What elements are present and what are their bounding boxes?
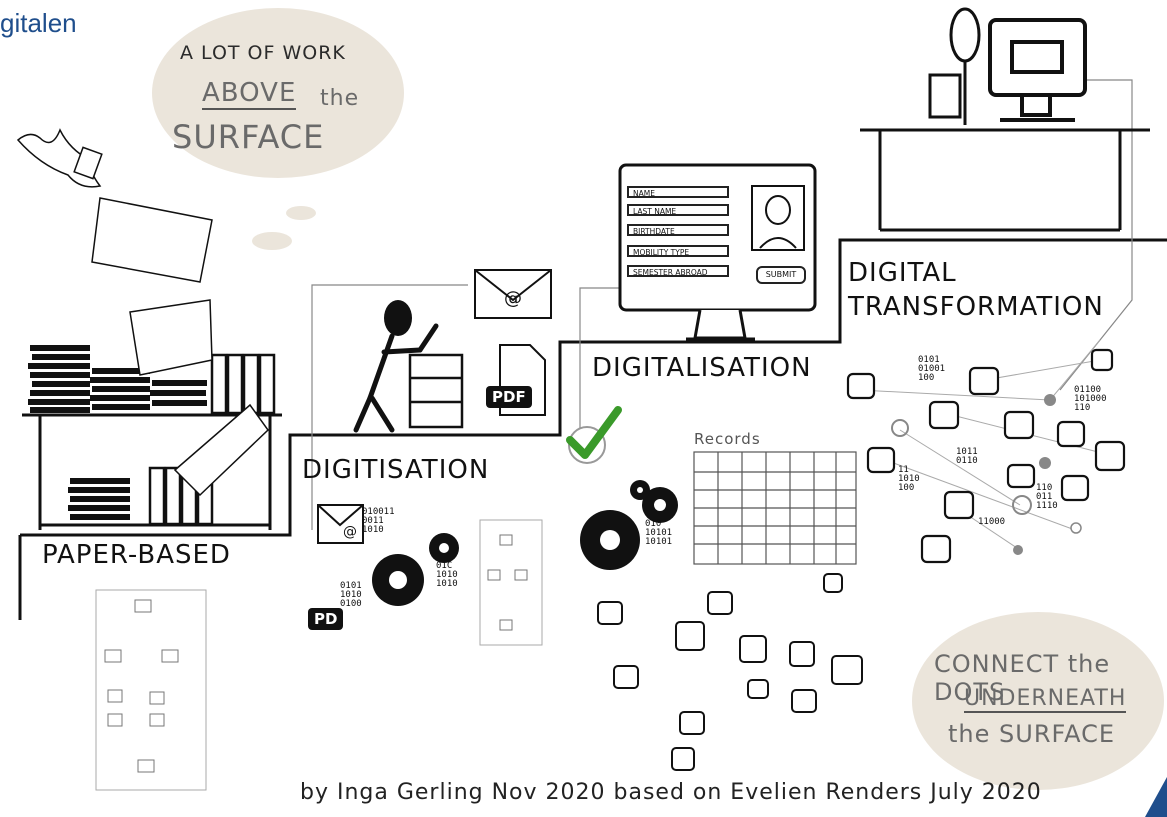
person-at-desk-icon <box>928 7 981 125</box>
binary-text-5: 110 011 1110 <box>1036 483 1058 511</box>
binary-text-1: 0101 01001 100 <box>918 355 946 383</box>
thought-above-line2b: the <box>320 86 360 111</box>
network-dots <box>891 394 1082 555</box>
pdf-label-small: PD <box>308 608 344 630</box>
binary-text-10: 0101 1010 0100 <box>340 581 362 609</box>
thought-below-line3: the SURFACE <box>948 720 1116 748</box>
at-sign-small-icon: @ <box>343 524 357 540</box>
credit-line: by Inga Gerling Nov 2020 based on Evelie… <box>300 780 1042 805</box>
loose-papers-icon <box>91 197 269 497</box>
records-table-icon <box>693 451 857 565</box>
stage-digital: DIGITAL <box>848 258 957 288</box>
desk-icon <box>860 128 1150 232</box>
form-field-mobility-type[interactable]: MOBILITY TYPE <box>627 245 729 257</box>
binary-text-9: 01C 1010 1010 <box>436 561 458 589</box>
thought-below-line2: UNDERNEATH <box>964 686 1127 713</box>
thought-above-line2: ABOVE <box>202 78 297 110</box>
binary-text-4: 11 1010 100 <box>898 465 920 493</box>
thought-below-line1: CONNECT the DOTS <box>934 650 1111 706</box>
staircase <box>18 238 1167 620</box>
page-title: gitalen <box>0 8 77 38</box>
flowchart-boxes <box>104 534 528 773</box>
form-field-last-name[interactable]: LAST NAME <box>627 204 729 216</box>
binary-text-6: 11000 <box>978 517 1006 527</box>
records-label: Records <box>694 430 761 448</box>
desktop-computer-icon <box>988 18 1087 122</box>
thought-bubble-small-2 <box>286 206 316 220</box>
form-field-birthdate[interactable]: BIRTHDATE <box>627 224 729 236</box>
form-field-name[interactable]: NAME <box>627 186 729 198</box>
thought-cloud-above: A LOT OF WORK ABOVE the SURFACE <box>152 8 404 178</box>
stage-digitalisation: DIGITALISATION <box>592 353 812 383</box>
thought-above-line3: SURFACE <box>172 118 325 156</box>
thought-above-line1: A LOT OF WORK <box>180 42 346 64</box>
copier-icon <box>408 353 464 429</box>
binary-text-7: 010 10101 10101 <box>645 519 673 547</box>
binary-text-3: 1011 0110 <box>956 447 978 466</box>
network-lines <box>859 339 1111 551</box>
person-at-copier-icon <box>353 300 439 433</box>
thought-bubble-small-1 <box>252 232 292 250</box>
paper-stacks-icon <box>28 345 207 520</box>
at-sign-icon: @ <box>504 288 522 309</box>
photo-icon <box>751 185 805 251</box>
pdf-label-large: PDF <box>486 386 532 408</box>
stage-paper-based: PAPER-BASED <box>42 540 231 570</box>
network-node-icons <box>846 348 1126 564</box>
binary-text-8: 010011 0011 1010 <box>362 507 395 535</box>
stage-transformation: TRANSFORMATION <box>848 292 1104 322</box>
stage-digitisation: DIGITISATION <box>302 455 490 485</box>
envelope-at-icon <box>317 269 552 544</box>
checkmark-icon <box>566 406 622 464</box>
submit-button[interactable]: SUBMIT <box>756 266 806 284</box>
form-field-semester-abroad[interactable]: SEMESTER ABROAD <box>627 265 729 277</box>
underneath-node-icons <box>597 573 863 771</box>
corner-accent <box>1145 777 1167 817</box>
gears-icon <box>372 480 678 606</box>
binary-text-2: 01100 101000 110 <box>1074 385 1107 413</box>
dove-icon <box>16 128 103 188</box>
thought-cloud-below: CONNECT the DOTS UNDERNEATH the SURFACE <box>912 612 1164 790</box>
